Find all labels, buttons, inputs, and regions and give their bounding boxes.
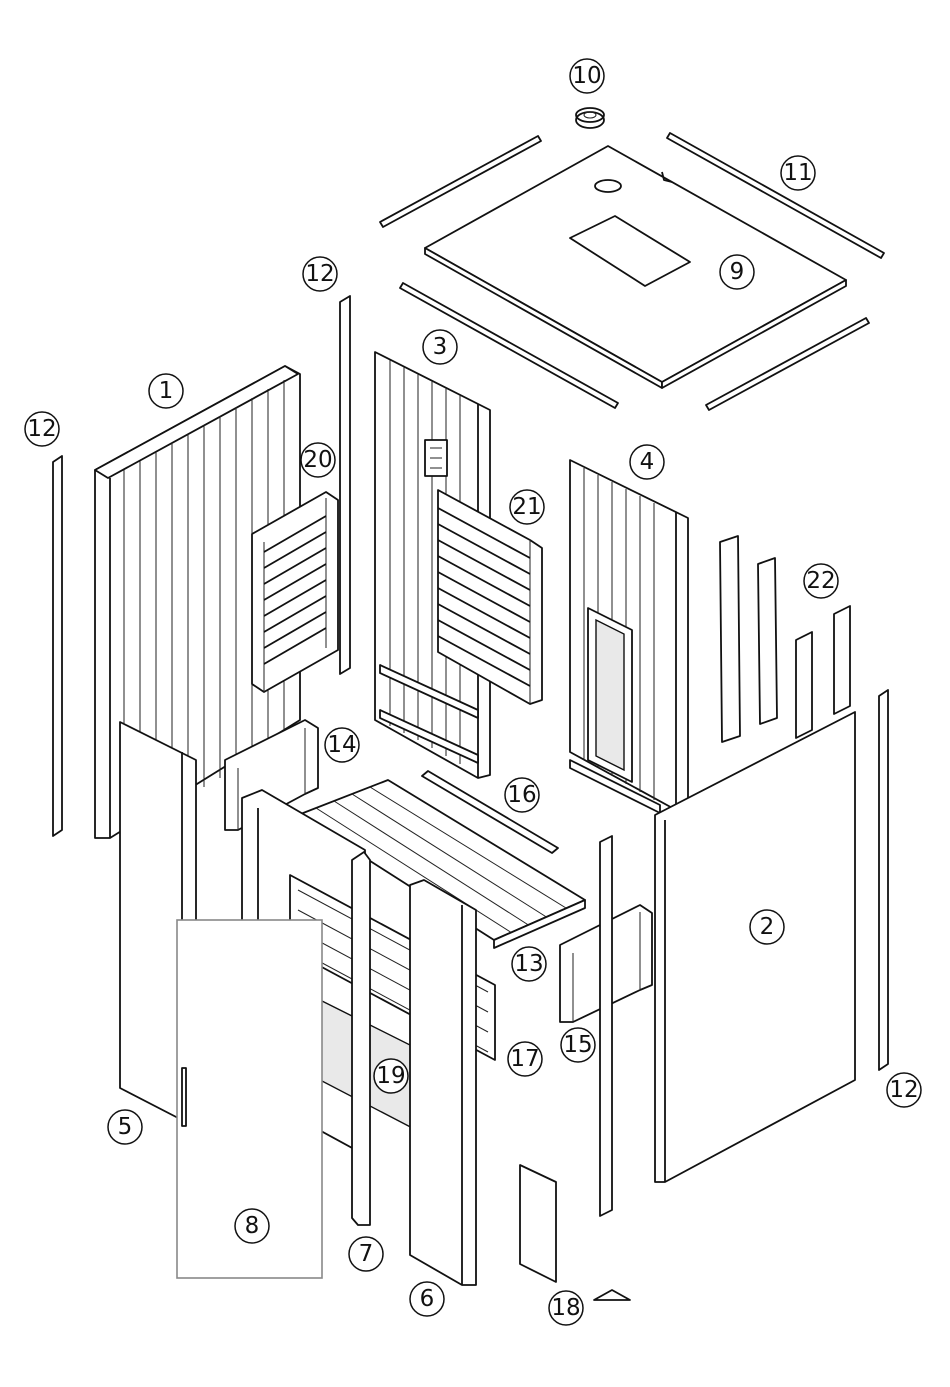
callout-2: 2 [750, 910, 784, 944]
callout-21: 21 [510, 490, 544, 524]
svg-text:20: 20 [303, 447, 332, 473]
door-frame-post [352, 852, 370, 1225]
callout-13: 13 [512, 947, 546, 981]
svg-text:11: 11 [783, 160, 812, 186]
svg-text:17: 17 [510, 1046, 539, 1072]
svg-text:15: 15 [563, 1032, 592, 1058]
callout-6: 6 [410, 1282, 444, 1316]
callout-1: 1 [149, 374, 183, 408]
right-back-wall [570, 460, 688, 813]
svg-text:12: 12 [27, 416, 56, 442]
front-right-post [600, 836, 612, 1216]
svg-text:21: 21 [512, 494, 541, 520]
callout-17: 17 [508, 1042, 542, 1076]
callout-16: 16 [505, 778, 539, 812]
svg-text:16: 16 [507, 782, 536, 808]
svg-text:9: 9 [730, 259, 745, 285]
svg-text:1: 1 [159, 378, 174, 404]
callout-4: 4 [630, 445, 664, 479]
svg-text:2: 2 [760, 914, 775, 940]
callout-19: 19 [374, 1059, 408, 1093]
callout-14: 14 [325, 728, 359, 762]
callout-12-top: 12 [303, 257, 337, 291]
callout-10: 10 [570, 59, 604, 93]
svg-text:18: 18 [551, 1295, 580, 1321]
svg-text:12: 12 [889, 1077, 918, 1103]
vent-cap [576, 108, 604, 128]
callout-18: 18 [549, 1291, 583, 1325]
svg-text:5: 5 [118, 1114, 133, 1140]
callout-3: 3 [423, 330, 457, 364]
callout-20: 20 [301, 443, 335, 477]
callout-22: 22 [804, 564, 838, 598]
svg-text:7: 7 [359, 1241, 374, 1267]
svg-text:8: 8 [245, 1213, 260, 1239]
callout-7: 7 [349, 1237, 383, 1271]
callout-11: 11 [781, 156, 815, 190]
svg-text:19: 19 [376, 1063, 405, 1089]
svg-text:3: 3 [433, 334, 448, 360]
callout-8: 8 [235, 1209, 269, 1243]
callout-12-right: 12 [887, 1073, 921, 1107]
callout-5: 5 [108, 1110, 142, 1144]
svg-text:13: 13 [514, 951, 543, 977]
callout-15: 15 [561, 1028, 595, 1062]
svg-text:12: 12 [305, 261, 334, 287]
svg-text:4: 4 [640, 449, 655, 475]
svg-text:14: 14 [327, 732, 356, 758]
callout-9: 9 [720, 255, 754, 289]
front-jamb-panel [410, 880, 476, 1285]
cover-plate [520, 1165, 630, 1300]
svg-text:10: 10 [572, 63, 601, 89]
svg-text:6: 6 [420, 1286, 435, 1312]
callout-12-left: 12 [25, 412, 59, 446]
svg-text:22: 22 [806, 568, 835, 594]
